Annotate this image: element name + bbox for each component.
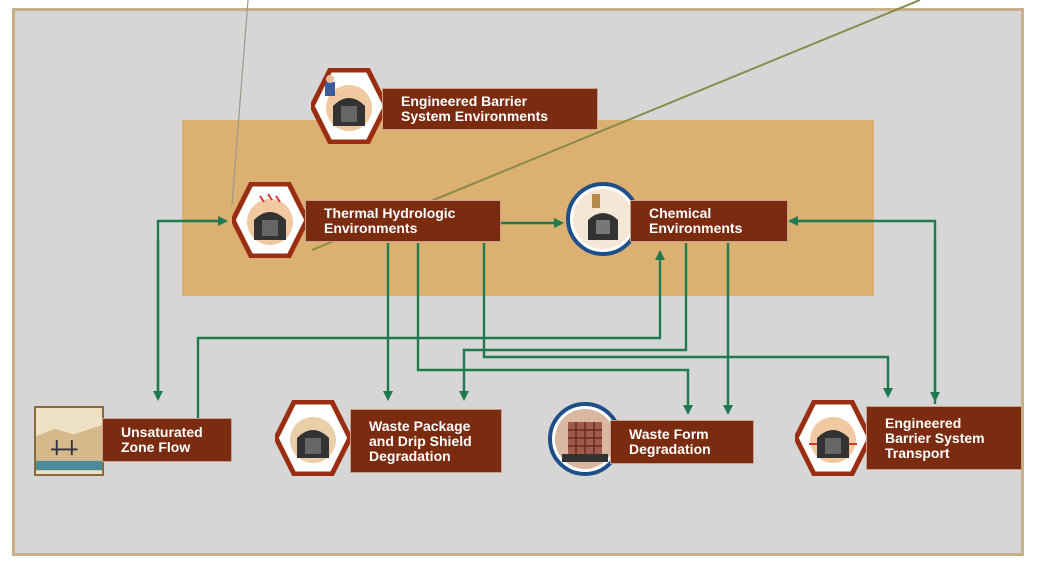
node-ebs-transport: Engineered Barrier System Transport xyxy=(866,406,1022,470)
chemistry-drift-icon xyxy=(566,182,640,256)
node-waste-package-degradation: Waste Package and Drip Shield Degradatio… xyxy=(350,409,502,473)
node-thermal-hydrologic: Thermal Hydrologic Environments xyxy=(305,200,501,242)
arrow-ebs-transport-to-chemical xyxy=(788,216,937,404)
arrow-chemical-to-waste-package xyxy=(459,243,688,401)
arrow-thermal-to-waste-form xyxy=(416,243,693,415)
drift-transport-icon xyxy=(793,399,873,477)
arrow-unsat-to-thermal xyxy=(156,216,228,395)
arrow-unsat-to-chemical xyxy=(196,250,665,418)
leader-line-gray xyxy=(231,0,249,206)
drift-heat-icon xyxy=(230,181,310,259)
node-waste-form-degradation: Waste Form Degradation xyxy=(610,420,754,464)
waste-package-icon xyxy=(273,399,353,477)
node-ebs-environments: Engineered Barrier System Environments xyxy=(382,88,598,130)
node-chemical-environments: Chemical Environments xyxy=(630,200,788,242)
drift-with-scientist-icon xyxy=(309,67,389,145)
node-unsaturated-zone-flow: Unsaturated Zone Flow xyxy=(102,418,232,462)
arrow-thermal-to-ebs-transport xyxy=(482,243,893,398)
groundwater-flow-icon xyxy=(34,406,104,476)
